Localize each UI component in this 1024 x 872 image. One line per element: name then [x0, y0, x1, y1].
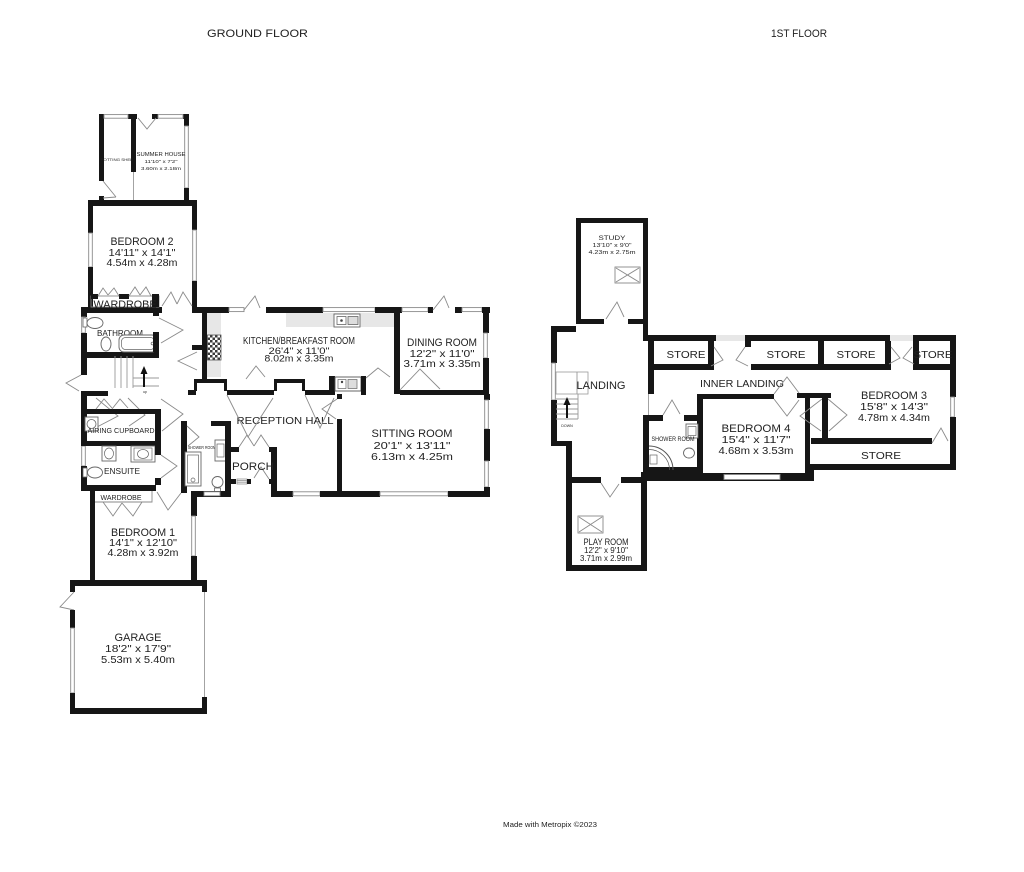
svg-text:13'10" x 9'0": 13'10" x 9'0" [593, 243, 632, 249]
svg-text:SITTING ROOM: SITTING ROOM [372, 428, 453, 440]
svg-text:GROUND FLOOR: GROUND FLOOR [207, 28, 308, 40]
svg-text:STORE: STORE [837, 350, 876, 361]
svg-text:BEDROOM 3: BEDROOM 3 [861, 390, 927, 402]
svg-text:1ST FLOOR: 1ST FLOOR [771, 28, 827, 40]
svg-text:3.71m x 2.99m: 3.71m x 2.99m [580, 553, 632, 563]
svg-text:DINING ROOM: DINING ROOM [407, 337, 477, 349]
svg-text:SUMMER HOUSE: SUMMER HOUSE [137, 152, 187, 158]
svg-text:4.23m x 2.75m: 4.23m x 2.75m [589, 250, 637, 256]
svg-text:STORE: STORE [667, 350, 706, 361]
svg-text:STUDY: STUDY [599, 236, 626, 242]
svg-text:BEDROOM 2: BEDROOM 2 [111, 236, 174, 248]
svg-text:14'1" x 12'10": 14'1" x 12'10" [109, 538, 178, 549]
svg-text:6.13m x 4.25m: 6.13m x 4.25m [371, 452, 453, 463]
svg-text:LANDING: LANDING [577, 380, 626, 392]
svg-text:4.68m x 3.53m: 4.68m x 3.53m [719, 446, 794, 457]
svg-text:14'11" x 14'1": 14'11" x 14'1" [109, 248, 176, 259]
svg-text:3.60m x 2.18m: 3.60m x 2.18m [141, 166, 181, 171]
svg-text:18'2" x 17'9": 18'2" x 17'9" [105, 644, 172, 655]
svg-text:PORCH: PORCH [232, 461, 274, 473]
svg-text:BATHROOM: BATHROOM [97, 328, 143, 338]
svg-text:26'4" x 11'0": 26'4" x 11'0" [269, 346, 330, 357]
svg-text:INNER LANDING: INNER LANDING [700, 378, 784, 390]
svg-text:STORE: STORE [861, 451, 901, 462]
svg-text:4.28m x 3.92m: 4.28m x 3.92m [108, 548, 179, 559]
svg-text:STORE: STORE [767, 350, 806, 361]
svg-text:WARDROBE: WARDROBE [101, 495, 142, 502]
svg-text:STORE: STORE [914, 350, 953, 361]
svg-text:BEDROOM 1: BEDROOM 1 [111, 527, 175, 539]
svg-text:POTTING SHED: POTTING SHED [101, 158, 134, 162]
svg-text:15'4" x 11'7": 15'4" x 11'7" [722, 435, 792, 446]
svg-text:BEDROOM 4: BEDROOM 4 [722, 423, 791, 435]
svg-text:AIRING CUPBOARD: AIRING CUPBOARD [88, 428, 155, 435]
svg-text:SHOWER ROOM: SHOWER ROOM [652, 436, 695, 443]
svg-text:8.02m x 3.35m: 8.02m x 3.35m [265, 354, 334, 365]
svg-text:4.54m x 4.28m: 4.54m x 4.28m [107, 258, 178, 269]
svg-text:WARDROBE: WARDROBE [94, 299, 157, 311]
svg-text:up: up [143, 390, 147, 394]
svg-text:3.71m x 3.35m: 3.71m x 3.35m [404, 359, 481, 370]
svg-text:12'2" x 11'0": 12'2" x 11'0" [410, 349, 476, 360]
svg-text:GARAGE: GARAGE [115, 632, 162, 644]
svg-text:ENSUITE: ENSUITE [104, 467, 140, 476]
svg-text:11'10" x 7'2": 11'10" x 7'2" [145, 159, 178, 164]
svg-text:5.53m x 5.40m: 5.53m x 5.40m [101, 655, 175, 666]
svg-text:SHOWER ROOM: SHOWER ROOM [188, 445, 216, 450]
svg-text:RECEPTION HALL: RECEPTION HALL [237, 415, 334, 427]
svg-text:15'8" x 14'3": 15'8" x 14'3" [860, 402, 929, 413]
svg-text:DOWN: DOWN [561, 424, 573, 428]
svg-text:20'1" x 13'11": 20'1" x 13'11" [374, 441, 452, 452]
svg-text:KITCHEN/BREAKFAST ROOM: KITCHEN/BREAKFAST ROOM [243, 336, 355, 347]
svg-text:12'2" x 9'10": 12'2" x 9'10" [584, 545, 628, 555]
svg-text:Made with Metropix ©2023: Made with Metropix ©2023 [503, 820, 597, 829]
svg-text:4.78m x 4.34m: 4.78m x 4.34m [858, 413, 930, 424]
svg-text:PLAY ROOM: PLAY ROOM [584, 537, 629, 548]
